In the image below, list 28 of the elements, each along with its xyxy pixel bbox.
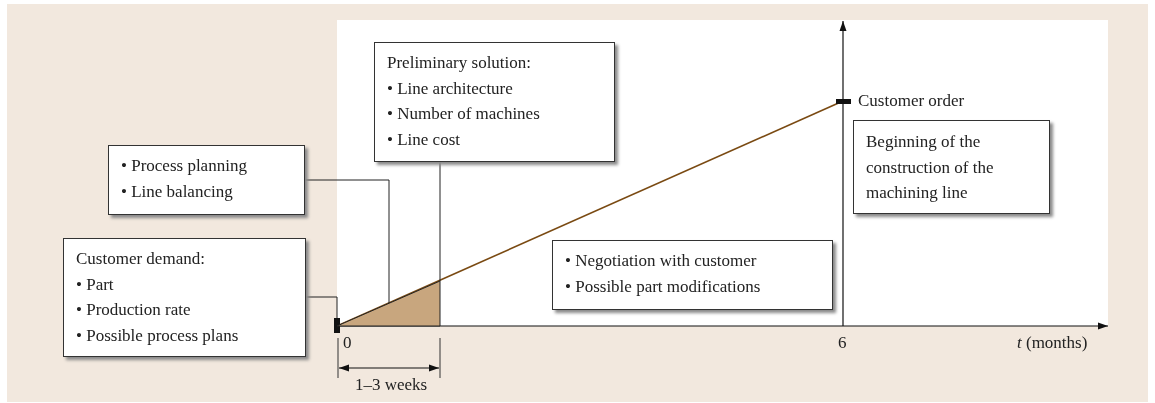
axis-title: t (months) (1017, 333, 1088, 353)
box-text: Customer demand: (76, 248, 206, 270)
box-text: • Possible part modifications (565, 275, 762, 298)
box-text: • Production rate (76, 299, 192, 321)
text-box (63, 238, 306, 357)
box-text: Preliminary solution: (387, 52, 533, 74)
axis-tick-label: 6 (838, 333, 847, 353)
box-text: • Part (76, 273, 115, 296)
event-label: Customer order (858, 91, 965, 111)
text-box (853, 120, 1050, 214)
text-box (374, 42, 615, 162)
axis-tick-label: 0 (343, 333, 352, 353)
box-text: Beginning of the construction of the machining line (866, 131, 995, 204)
box-text: • Possible process plans (76, 324, 240, 347)
leader-line (439, 161, 441, 282)
leader-line (304, 179, 390, 304)
box-text: • Process planning (121, 155, 248, 177)
origin-marker (334, 318, 340, 333)
box-text: • Line balancing (121, 180, 234, 203)
box-text: • Negotiation with customer (565, 250, 758, 272)
text-box (108, 145, 305, 215)
text-box (552, 240, 833, 310)
box-text: • Line cost (387, 128, 461, 151)
box-text: • Line architecture (387, 77, 514, 100)
shaded-area (337, 281, 440, 326)
dimension-label: 1–3 weeks (355, 375, 428, 395)
box-text: • Number of machines (387, 103, 541, 125)
leader-line (305, 296, 338, 319)
